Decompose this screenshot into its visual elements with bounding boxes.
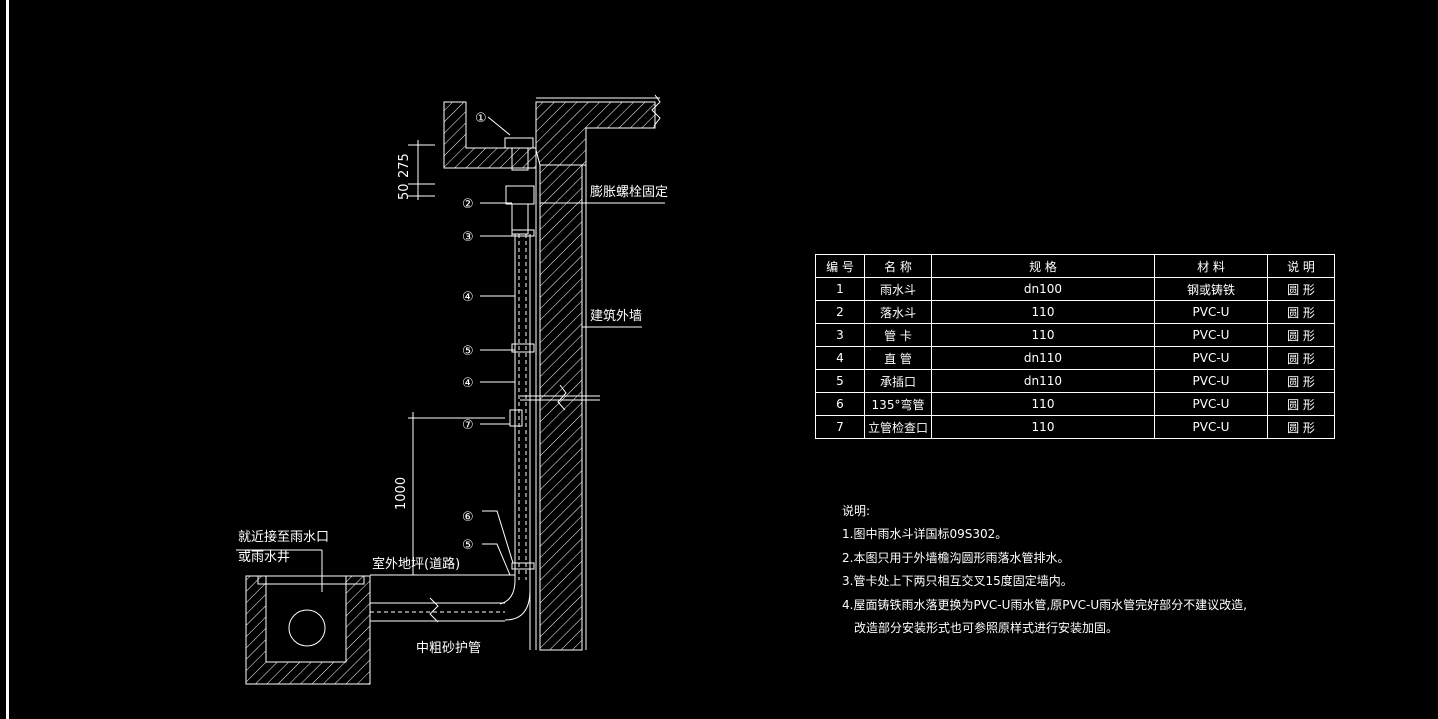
callout-5b: ⑤ <box>462 538 474 553</box>
drawing-frame-border <box>6 0 9 719</box>
table-cell: 110 <box>931 323 1155 347</box>
callout-5a: ⑤ <box>462 344 474 359</box>
table-cell: 立管检查口 <box>864 415 932 439</box>
table-row: 1 雨水斗 dn100 钢或铸铁 圆 形 <box>815 277 1335 301</box>
leader-lines <box>236 116 665 592</box>
notes-title: 说明: <box>842 504 871 518</box>
table-cell: PVC-U <box>1154 323 1268 347</box>
table-cell: 管 卡 <box>864 323 932 347</box>
callout-1: ① <box>475 111 487 126</box>
table-cell: PVC-U <box>1154 392 1268 416</box>
table-cell: 110 <box>931 415 1155 439</box>
table-cell: 1 <box>815 277 865 301</box>
table-header: 材 料 <box>1154 254 1268 278</box>
table-cell: 承插口 <box>864 369 932 393</box>
building-wall <box>520 128 600 651</box>
callout-7: ⑦ <box>462 418 474 433</box>
table-cell: 直 管 <box>864 346 932 370</box>
table-cell: 圆 形 <box>1267 369 1335 393</box>
label-sand-sleeve: 中粗砂护管 <box>416 641 481 656</box>
table-cell: 3 <box>815 323 865 347</box>
table-cell: 圆 形 <box>1267 323 1335 347</box>
dimension-lines <box>408 140 505 575</box>
table-cell: 7 <box>815 415 865 439</box>
dim-50: 50 <box>397 183 412 200</box>
note-line: 1.图中雨水斗详国标09S302。 <box>842 527 1008 542</box>
eaves-gutter <box>443 101 537 169</box>
table-cell: 6 <box>815 392 865 416</box>
table-cell: PVC-U <box>1154 346 1268 370</box>
note-line: 3.管卡处上下两只相互交叉15度固定墙内。 <box>842 574 1073 589</box>
table-cell: 110 <box>931 300 1155 324</box>
table-cell: 雨水斗 <box>864 277 932 301</box>
table-cell: PVC-U <box>1154 415 1268 439</box>
table-cell: 圆 形 <box>1267 300 1335 324</box>
note-line: 4.屋面铸铁雨水落更换为PVC-U雨水管,原PVC-U雨水管完好部分不建议改造, <box>842 597 1247 612</box>
table-row: 6 135°弯管 110 PVC-U 圆 形 <box>815 392 1335 416</box>
table-cell: 圆 形 <box>1267 392 1335 416</box>
callout-3: ③ <box>462 230 474 245</box>
rainwater-well <box>245 575 371 685</box>
table-cell: dn110 <box>931 346 1155 370</box>
label-outer-wall: 建筑外墙 <box>590 308 642 324</box>
notes-block: 说明: 1.图中雨水斗详国标09S302。 2.本图只用于外墙檐沟圆形雨落水管排… <box>842 500 1247 640</box>
callout-4b: ④ <box>462 376 474 391</box>
label-anchor-bolt: 膨胀螺栓固定 <box>590 185 668 200</box>
table-cell: dn100 <box>931 277 1155 301</box>
table-cell: 135°弯管 <box>864 392 932 416</box>
table-header: 编 号 <box>815 254 865 278</box>
table-header: 规 格 <box>931 254 1155 278</box>
table-cell: 圆 形 <box>1267 277 1335 301</box>
callout-2: ② <box>462 197 474 212</box>
table-row: 7 立管检查口 110 PVC-U 圆 形 <box>815 415 1335 439</box>
roof-slab <box>535 94 661 166</box>
table-header: 说 明 <box>1267 254 1335 278</box>
table-cell: 钢或铸铁 <box>1154 277 1268 301</box>
table-header: 名 称 <box>864 254 932 278</box>
callout-4a: ④ <box>462 290 474 305</box>
table-cell: 4 <box>815 346 865 370</box>
label-connect-line1: 就近接至雨水口 <box>238 529 329 545</box>
table-cell: 5 <box>815 369 865 393</box>
rainwater-downpipe <box>499 137 535 650</box>
note-line: 改造部分安装形式也可参照原样式进行安装加固。 <box>854 621 1119 636</box>
buried-pipe <box>370 574 515 623</box>
dim-1000: 1000 <box>394 477 409 510</box>
table-header-row: 编 号 名 称 规 格 材 料 说 明 <box>815 254 1335 278</box>
table-row: 2 落水斗 110 PVC-U 圆 形 <box>815 300 1335 324</box>
dim-275: 275 <box>397 153 412 178</box>
table-cell: PVC-U <box>1154 369 1268 393</box>
table-cell: PVC-U <box>1154 300 1268 324</box>
table-row: 4 直 管 dn110 PVC-U 圆 形 <box>815 346 1335 370</box>
label-connect-line2: 或雨水井 <box>238 550 290 565</box>
table-cell: 2 <box>815 300 865 324</box>
table-cell: 圆 形 <box>1267 415 1335 439</box>
table-cell: 圆 形 <box>1267 346 1335 370</box>
table-cell: dn110 <box>931 369 1155 393</box>
note-line: 2.本图只用于外墙檐沟圆形雨落水管排水。 <box>842 550 1070 565</box>
callout-6: ⑥ <box>462 510 474 525</box>
table-cell: 落水斗 <box>864 300 932 324</box>
materials-table: 编 号 名 称 规 格 材 料 说 明 1 雨水斗 dn100 钢或铸铁 圆 形… <box>815 254 1335 439</box>
label-outdoor-ground: 室外地坪(道路) <box>372 556 460 572</box>
table-row: 3 管 卡 110 PVC-U 圆 形 <box>815 323 1335 347</box>
table-row: 5 承插口 dn110 PVC-U 圆 形 <box>815 369 1335 393</box>
table-cell: 110 <box>931 392 1155 416</box>
